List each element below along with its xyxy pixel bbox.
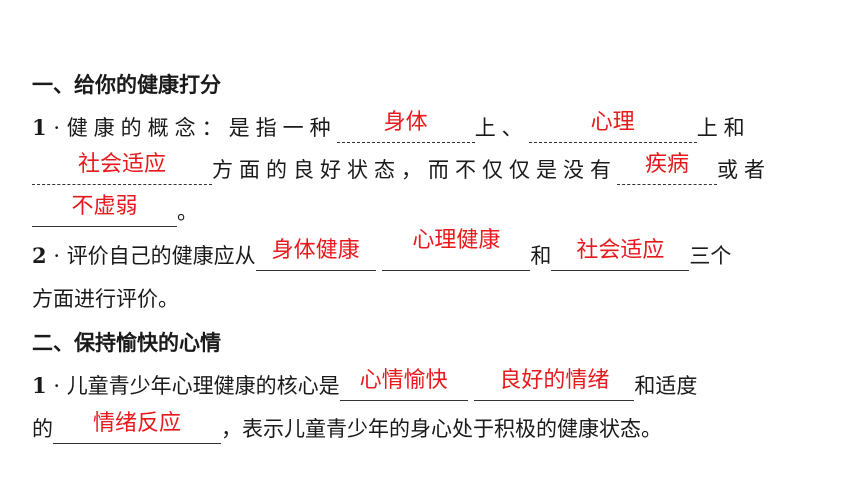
s2-q1-blank-b[interactable]: 良好的情绪 (474, 368, 635, 401)
s1-q1-line3: 不虚弱 。 (32, 194, 198, 227)
s1-q2-text-c: 三个 (689, 244, 732, 268)
s1-q1-blank-e[interactable]: 不虚弱 (32, 194, 177, 227)
s1-q1-text-b: 上、 (474, 116, 529, 140)
s2-q1-line2: 的 情绪反应 ，表示儿童青少年的身心处于积极的健康状态。 (32, 411, 662, 444)
s1-q1-text-f: 。 (177, 200, 198, 224)
s1-q1-text-c: 上和 (696, 116, 751, 140)
s1-q2-line1: 2 · 评价自己的健康应从身体健康 心理健康和社会适应三个 (32, 228, 732, 271)
s2-q1-text-b: 和适度 (634, 374, 698, 398)
s2-q1-text-c: 的 (32, 417, 53, 441)
s1-q1-line2: 社会适应 方面的良好状态，而不仅仅是没有 疾病 或者 (32, 152, 771, 185)
s2-q1-number: 1 (32, 373, 47, 398)
s1-q1-text-e: 或者 (717, 158, 771, 182)
section1-title: 一、给你的健康打分 (32, 72, 221, 97)
s1-q2-sep: · (53, 244, 60, 268)
s1-q2-line2: 方面进行评价。 (32, 287, 179, 311)
s1-q1-number: 1 (32, 115, 47, 140)
s1-q2-blank-c[interactable]: 社会适应 (551, 238, 690, 271)
s1-q1-answer-b: 心理 (590, 110, 635, 135)
s1-q2-text-b: 和 (530, 244, 552, 268)
s2-q1-text-d: ，表示儿童青少年的身心处于积极的健康状态。 (221, 417, 662, 441)
s1-q1-answer-a: 身体 (383, 110, 428, 135)
s1-q1-blank-d[interactable]: 疾病 (617, 152, 717, 185)
s2-q1-line1: 1 · 儿童青少年心理健康的核心是心情愉快 良好的情绪和适度 (32, 368, 698, 401)
s2-q1-text-a: 儿童青少年心理健康的核心是 (66, 374, 340, 398)
s1-q1-blank-c[interactable]: 社会适应 (32, 152, 212, 185)
s2-q1-blank-a[interactable]: 心情愉快 (339, 368, 468, 401)
s2-q1-answer-a: 心情愉快 (359, 368, 448, 393)
s1-q2-answer-a: 身体健康 (271, 238, 360, 263)
s1-q1-blank-a[interactable]: 身体 (336, 110, 475, 143)
s1-q2-answer-c: 社会适应 (576, 238, 665, 263)
s1-q2-number: 2 (32, 243, 47, 268)
s1-q2-text-a: 评价自己的健康应从 (66, 244, 256, 268)
s1-q1-text-d: 方面的良好状态，而不仅仅是没有 (212, 158, 617, 182)
s1-q1-text-a: 健康的概念：是指一种 (66, 116, 337, 140)
s2-q1-answer-c: 情绪反应 (92, 411, 181, 436)
s1-q1-answer-c: 社会适应 (77, 152, 166, 177)
s1-q1-line1: 1 · 健康的概念：是指一种 身体 上、 心理 上和 (32, 110, 751, 143)
section2-title: 二、保持愉快的心情 (32, 330, 221, 355)
s1-q1-sep: · (53, 116, 60, 140)
s2-q1-sep: · (53, 374, 60, 398)
s2-q1-blank-c[interactable]: 情绪反应 (53, 411, 221, 444)
s1-q2-blank-a[interactable]: 身体健康 (255, 238, 376, 271)
s1-q2-blank-b[interactable]: 心理健康 (382, 228, 531, 271)
s2-q1-answer-b: 良好的情绪 (499, 368, 610, 393)
s1-q1-blank-b[interactable]: 心理 (528, 110, 697, 143)
s1-q2-answer-b: 心理健康 (412, 228, 501, 253)
s1-q1-answer-e: 不虚弱 (71, 194, 138, 219)
s1-q1-answer-d: 疾病 (644, 152, 689, 177)
